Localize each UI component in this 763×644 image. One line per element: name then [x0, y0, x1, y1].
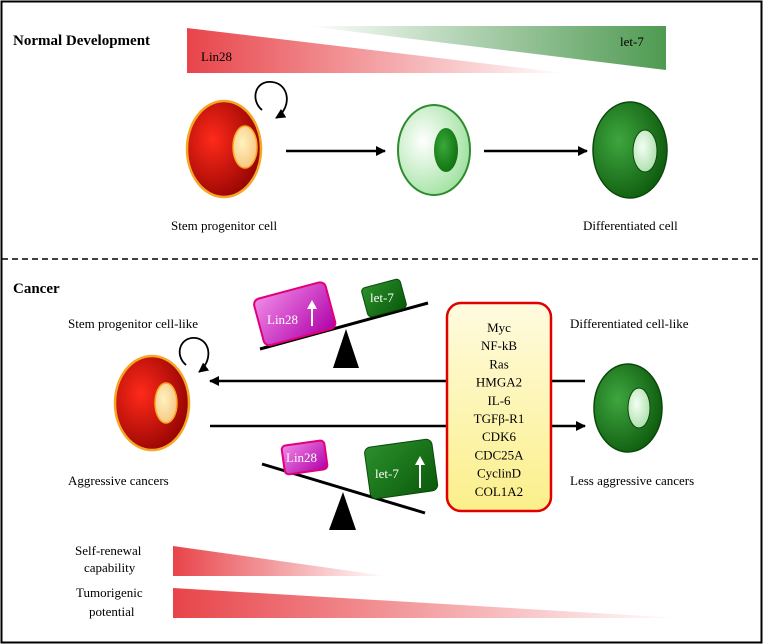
differentiated-cell	[592, 101, 668, 199]
intermediate-cell	[397, 104, 471, 196]
self-renewal-loop-arrow	[254, 81, 288, 119]
self-renewal-line2: capability	[84, 560, 136, 575]
cancer-self-renewal-loop	[178, 337, 210, 373]
lin28-gradient-wedge	[187, 28, 565, 73]
differentiated-like-cancer-cell	[593, 363, 663, 453]
target-item: NF-kB	[481, 338, 517, 353]
target-item: Myc	[487, 320, 511, 335]
tumorigenic-line1: Tumorigenic	[76, 585, 143, 600]
target-item: HMGA2	[476, 375, 522, 390]
balance-top-lin28: Lin28	[267, 312, 298, 327]
balance-top: Lin28 let-7	[253, 278, 429, 368]
let7-targets-box	[445, 301, 553, 513]
tumorigenic-gradient	[173, 588, 680, 618]
target-item: Ras	[489, 356, 509, 371]
self-renewal-gradient	[173, 546, 386, 576]
target-item: CDK6	[482, 429, 516, 444]
self-renewal-line1: Self-renewal	[75, 543, 142, 558]
target-item: IL-6	[487, 393, 511, 408]
stem-cell	[185, 99, 263, 199]
let7-label: let-7	[620, 34, 644, 49]
balance-bottom-let7: let-7	[375, 466, 399, 481]
target-item: CDC25A	[474, 447, 524, 462]
cancer-title: Cancer	[13, 281, 60, 297]
aggressive-label: Aggressive cancers	[68, 473, 169, 488]
differentiated-cell-label: Differentiated cell	[583, 218, 678, 233]
stem-like-label: Stem progenitor cell-like	[68, 316, 198, 331]
target-item: COL1A2	[475, 484, 523, 499]
target-item: CyclinD	[477, 466, 521, 481]
balance-bottom: Lin28 let-7	[261, 438, 439, 530]
normal-title: Normal Development	[13, 33, 150, 49]
target-item: TGFβ-R1	[474, 411, 525, 426]
balance-top-let7: let-7	[370, 290, 394, 305]
differentiated-like-label: Differentiated cell-like	[570, 316, 689, 331]
lin28-label: Lin28	[201, 49, 232, 64]
stem-cell-label: Stem progenitor cell	[171, 218, 278, 233]
tumorigenic-line2: potential	[89, 604, 135, 619]
stem-like-cancer-cell	[113, 354, 191, 452]
let7-gradient-wedge	[307, 26, 666, 70]
less-aggressive-label: Less aggressive cancers	[570, 473, 694, 488]
balance-bottom-lin28: Lin28	[286, 450, 317, 465]
